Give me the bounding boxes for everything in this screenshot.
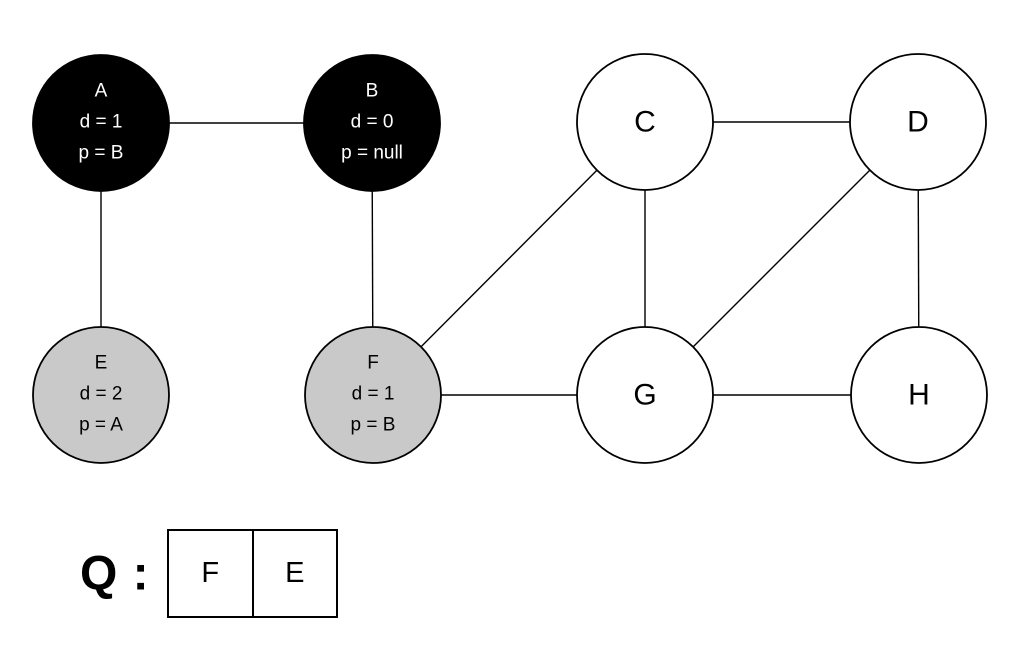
node-F-label-2: p = B [351,415,396,436]
node-D-label-0: D [907,106,929,139]
queue-label: Q : [80,547,150,600]
node-D [849,53,987,191]
queue: Q : F E [0,529,1018,618]
node-E-label-2: p = A [79,415,123,436]
node-G-label-0: G [633,379,656,412]
node-F-label-1: d = 1 [352,384,395,405]
queue-cell-1: E [285,557,305,589]
node-C [576,53,714,191]
node-F [304,326,442,464]
queue-box: F E [167,529,338,618]
node-A-label-1: d = 1 [80,112,123,133]
node-A-label-0: A [95,81,108,102]
node-E-label-0: E [95,353,108,374]
node-B-label-2: p = null [341,143,403,164]
node-F-label-0: F [367,353,379,374]
node-B-label-1: d = 0 [351,112,394,133]
queue-cell-0: F [169,531,254,616]
node-G [576,326,714,464]
node-H-label-0: H [908,379,930,412]
node-A-label-2: p = B [79,143,124,164]
node-E-label-1: d = 2 [80,384,123,405]
node-E [32,326,170,464]
node-B [303,54,441,192]
node-B-label-0: B [366,81,379,102]
node-A [32,54,170,192]
node-C-label-0: C [634,106,656,139]
node-H [850,326,988,464]
